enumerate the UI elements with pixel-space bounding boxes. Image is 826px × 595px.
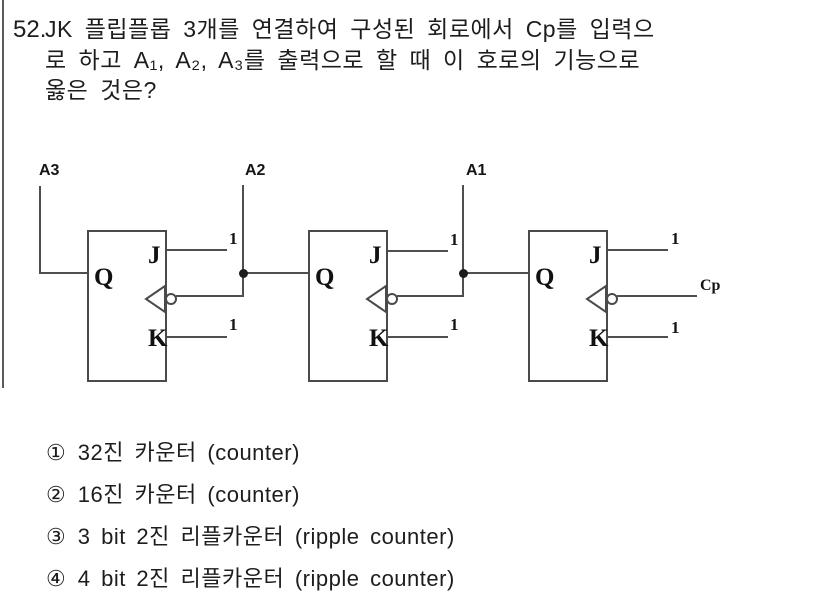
option-4: ④ 4 bit 2진 리플카운터 (ripple counter) — [46, 566, 455, 592]
ff3-k-label: K — [589, 325, 609, 352]
const-1-ff2-j: 1 — [450, 230, 459, 249]
question-text-line2: 로 하고 A₁, A₂, A₃를 출력으로 할 때 이 호로의 기능으로 — [45, 47, 641, 73]
const-1-ff3-k: 1 — [671, 318, 680, 337]
wire-ff3-clock-cp — [617, 295, 697, 297]
output-label-a2: A2 — [245, 162, 266, 179]
wire-ff3-j-input — [606, 249, 668, 251]
option-2: ② 16진 카운터 (counter) — [46, 482, 300, 508]
const-1-ff1-j: 1 — [229, 229, 238, 248]
junction-dot-a1 — [459, 269, 468, 278]
ff2-q-label: Q — [315, 264, 335, 291]
wire-ff1-clock — [176, 295, 244, 297]
option-2-marker: ② — [46, 482, 66, 507]
ff2-j-label: J — [369, 242, 382, 269]
ff1-q-label: Q — [94, 264, 114, 291]
flip-flop-3-box: Q J K — [528, 230, 618, 382]
page-border-line — [2, 0, 4, 388]
wire-ff2-clock — [397, 295, 464, 297]
question-text-line1: JK 플립플롭 3개를 연결하여 구성된 회로에서 Cp를 입력으 — [45, 16, 655, 42]
output-label-a3: A3 — [39, 162, 60, 179]
wire-ff1-k-input — [165, 336, 227, 338]
wire-junction-to-q3 — [463, 272, 529, 274]
wire-junction-to-q2 — [243, 272, 309, 274]
ff1-k-label: K — [148, 325, 168, 352]
const-1-ff3-j: 1 — [671, 229, 680, 248]
const-1-ff1-k: 1 — [229, 315, 238, 334]
option-3: ③ 3 bit 2진 리플카운터 (ripple counter) — [46, 524, 455, 550]
option-3-text: 3 bit 2진 리플카운터 (ripple counter) — [77, 524, 455, 549]
option-1-text: 32진 카운터 (counter) — [77, 440, 300, 465]
wire-a3-vertical — [39, 186, 41, 274]
wire-ff1-clock-riser — [242, 273, 244, 297]
wire-a2-vertical — [242, 185, 244, 274]
question-text-line3: 옳은 것은? — [45, 77, 157, 103]
wire-a3-to-q1 — [39, 272, 89, 274]
wire-ff3-k-input — [606, 336, 668, 338]
option-1: ① 32진 카운터 (counter) — [46, 440, 300, 466]
junction-dot-a2 — [239, 269, 248, 278]
option-2-text: 16진 카운터 (counter) — [77, 482, 300, 507]
option-3-marker: ③ — [46, 524, 66, 549]
output-label-a1: A1 — [466, 162, 487, 179]
option-1-marker: ① — [46, 440, 66, 465]
question-number: 52. — [13, 16, 47, 43]
wire-ff2-clock-riser — [462, 273, 464, 297]
clock-input-label-cp: Cp — [700, 277, 721, 294]
flip-flop-1-box: Q J K — [87, 230, 177, 382]
jk-flipflop-circuit-diagram: A3 A2 A1 Cp 1 1 1 1 1 1 Q J K Q J K — [39, 162, 721, 382]
option-4-text: 4 bit 2진 리플카운터 (ripple counter) — [77, 566, 455, 591]
wire-ff1-j-input — [165, 249, 227, 251]
ff1-j-label: J — [148, 242, 161, 269]
wire-ff2-j-input — [386, 250, 448, 252]
const-1-ff2-k: 1 — [450, 315, 459, 334]
wire-a1-vertical — [462, 185, 464, 274]
negative-edge-clock-icon — [365, 284, 398, 314]
option-4-marker: ④ — [46, 566, 66, 591]
flip-flop-2-box: Q J K — [308, 230, 398, 382]
wire-ff2-k-input — [386, 336, 448, 338]
negative-edge-clock-icon — [585, 284, 618, 314]
negative-edge-clock-icon — [144, 284, 177, 314]
ff2-k-label: K — [369, 325, 389, 352]
ff3-j-label: J — [589, 242, 602, 269]
ff3-q-label: Q — [535, 264, 555, 291]
